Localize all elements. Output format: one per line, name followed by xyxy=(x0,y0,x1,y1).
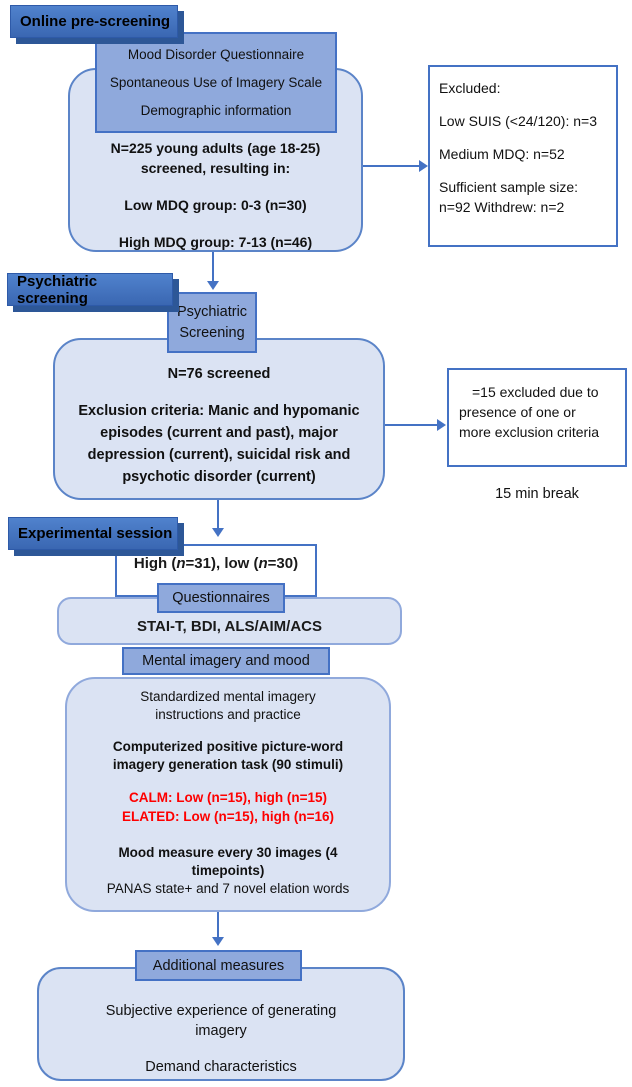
imagery-task-line2: imagery generation task (90 stimuli) xyxy=(112,757,344,772)
exclusion-criteria-line3: depression (current), suicidal risk and xyxy=(87,447,351,463)
psychiatric-excluded-box: =15 excluded due to presence of one or m… xyxy=(447,368,627,467)
groups-text: High (n=31), low (n=30) xyxy=(133,555,299,572)
n76-screened-line: N=76 screened xyxy=(167,366,271,382)
psychiatric-step-line2: Screening xyxy=(179,324,245,341)
exclusion-criteria-line2: episodes (current and past), major xyxy=(100,425,338,441)
online-measures-box: Mood Disorder Questionnaire Spontaneous … xyxy=(95,32,337,133)
imagery-instructions-line2: instructions and practice xyxy=(155,707,301,722)
psychiatric-result-text: N=76 screened Exclusion criteria: Manic … xyxy=(53,364,385,488)
section-label-experimental-session: Experimental session xyxy=(8,517,178,550)
excluded-sufficient-sample: Sufficient sample size: xyxy=(439,179,579,195)
excluded-title: Excluded: xyxy=(439,80,501,96)
excluded-15-line3: more exclusion criteria xyxy=(459,424,600,440)
additional-measures-box xyxy=(37,967,405,1081)
section-label-psychiatric-screening: Psychiatric screening xyxy=(7,273,173,307)
subjective-experience-line2: imagery xyxy=(195,1023,247,1039)
arrowhead-down-icon xyxy=(212,528,224,537)
excluded-15-line1: =15 excluded due to xyxy=(472,384,599,400)
excluded-15-line2: presence of one or xyxy=(459,404,576,420)
psychiatric-step-line1: Psychiatric xyxy=(176,303,248,320)
mood-measure-line1: Mood measure every 30 images (4 xyxy=(118,845,338,860)
exclusion-criteria-line4: psychotic disorder (current) xyxy=(122,469,316,485)
imagery-instructions-line1: Standardized mental imagery xyxy=(140,689,316,704)
exclusion-criteria-line1: Exclusion criteria: Manic and hypomanic xyxy=(78,403,360,419)
mental-imagery-box xyxy=(65,677,391,912)
sample-size-line: N=225 young adults (age 18-25) xyxy=(110,140,321,156)
additional-measures-header-box: Additional measures xyxy=(135,950,302,981)
additional-measures-text: Subjective experience of generating imag… xyxy=(37,1001,405,1077)
break-note: 15 min break xyxy=(495,486,579,502)
online-excluded-box: Excluded: Low SUIS (<24/120): n=3 Medium… xyxy=(428,65,618,247)
arrowhead-right-icon xyxy=(437,419,446,431)
panas-line: PANAS state+ and 7 novel elation words xyxy=(106,881,350,896)
demand-characteristics-line: Demand characteristics xyxy=(145,1059,297,1075)
mood-measure-line2: timepoints) xyxy=(191,863,265,878)
calm-condition-line: CALM: Low (n=15), high (n=15) xyxy=(129,790,327,805)
low-mdq-group-line: Low MDQ group: 0-3 (n=30) xyxy=(124,197,307,213)
section-label-online-prescreening: Online pre-screening xyxy=(10,5,178,38)
mental-imagery-text: Standardized mental imagery instructions… xyxy=(65,688,391,898)
questionnaires-header-box: Questionnaires xyxy=(157,583,285,613)
screened-line: screened, resulting in: xyxy=(140,160,291,176)
arrowhead-down-icon xyxy=(207,281,219,290)
psychiatric-result-box xyxy=(53,338,385,500)
questionnaires-list-text: STAI-T, BDI, ALS/AIM/ACS xyxy=(137,618,322,635)
arrowhead-right-icon xyxy=(419,160,428,172)
arrowhead-down-icon xyxy=(212,937,224,946)
measure-suis: Spontaneous Use of Imagery Scale xyxy=(109,75,323,90)
excluded-withdrew: n=92 Withdrew: n=2 xyxy=(439,199,565,215)
high-mdq-group-line: High MDQ group: 7-13 (n=46) xyxy=(118,234,313,250)
psychiatric-step-box: Psychiatric Screening xyxy=(167,292,257,353)
online-result-text: N=225 young adults (age 18-25) screened,… xyxy=(68,138,363,252)
subjective-experience-line1: Subjective experience of generating xyxy=(105,1003,337,1019)
excluded-medium-mdq: Medium MDQ: n=52 xyxy=(439,146,565,162)
imagery-task-line1: Computerized positive picture-word xyxy=(112,739,344,754)
elated-condition-line: ELATED: Low (n=15), high (n=16) xyxy=(121,809,334,824)
mental-imagery-header-box: Mental imagery and mood xyxy=(122,647,330,675)
excluded-low-suis: Low SUIS (<24/120): n=3 xyxy=(439,113,597,129)
measure-demographics: Demographic information xyxy=(140,103,292,118)
measure-mdq: Mood Disorder Questionnaire xyxy=(127,47,305,62)
